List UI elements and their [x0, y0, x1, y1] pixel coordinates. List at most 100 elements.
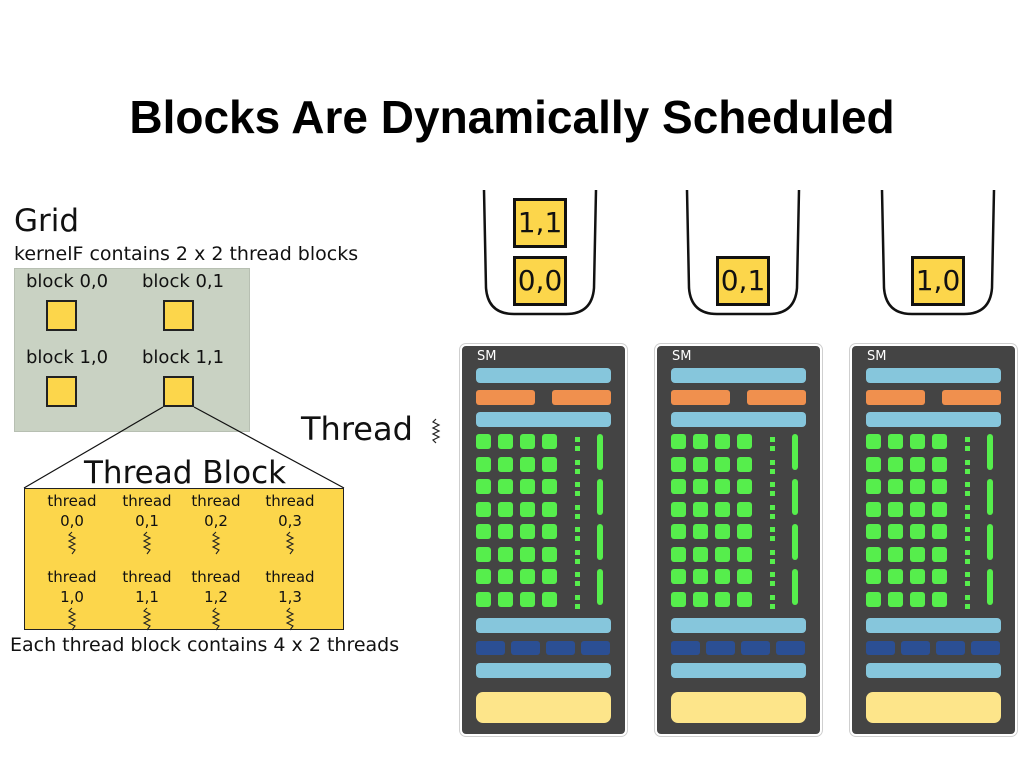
- sm-dot: [770, 558, 775, 564]
- sm-dot: [770, 581, 775, 586]
- sm-core: [498, 591, 513, 607]
- sm-bar: [597, 524, 603, 560]
- thread-word: thread: [191, 492, 241, 510]
- thread-id: 1,1: [135, 588, 159, 606]
- thread-squiggle-icon: [142, 531, 152, 555]
- sm-core: [737, 501, 752, 517]
- sm-core: [888, 501, 903, 517]
- sm-bar: [866, 390, 925, 405]
- sm-bar: [552, 390, 611, 405]
- sm-panel: SM: [850, 344, 1017, 736]
- thread-block-title: Thread Block: [84, 455, 287, 491]
- sm-dot: [575, 581, 580, 586]
- thread-word: thread: [265, 492, 315, 510]
- sm-bar: [476, 641, 505, 655]
- thread-legend-label: Thread: [301, 410, 413, 448]
- sm-panel: SM: [460, 344, 627, 736]
- sm-core: [671, 479, 686, 494]
- sm-bar: [671, 641, 700, 655]
- sm-dot: [770, 549, 775, 555]
- sm-core: [542, 479, 557, 494]
- sm-core: [693, 456, 708, 472]
- sm-core: [910, 456, 925, 472]
- thread-word: thread: [122, 492, 172, 510]
- sm-dot: [770, 468, 775, 474]
- sm-core: [693, 501, 708, 517]
- sm-bar: [936, 641, 965, 655]
- sm-bar: [476, 692, 611, 723]
- sm-dot: [575, 446, 580, 451]
- thread-word: thread: [122, 568, 172, 586]
- sm-core: [520, 546, 535, 562]
- sm-core: [671, 591, 686, 607]
- sm-dot: [575, 536, 580, 541]
- sm-bar: [987, 524, 993, 560]
- sm-core: [498, 546, 513, 562]
- sm-core: [476, 501, 491, 517]
- sm-core: [693, 479, 708, 494]
- sm-dot: [770, 482, 775, 487]
- sm-label: SM: [477, 349, 497, 364]
- sm-core: [932, 569, 947, 584]
- sm-dot: [770, 527, 775, 532]
- sm-core: [737, 456, 752, 472]
- sm-dot: [965, 437, 970, 442]
- sm-dot: [965, 482, 970, 487]
- sm-core: [520, 501, 535, 517]
- sm-label: SM: [672, 349, 692, 364]
- sm-bar: [901, 641, 930, 655]
- sm-bar: [476, 618, 611, 633]
- sm-dot: [575, 513, 580, 519]
- sm-dot: [965, 504, 970, 510]
- sm-core: [866, 524, 881, 539]
- sm-core: [520, 569, 535, 584]
- sm-core: [737, 591, 752, 607]
- sm-dot: [575, 504, 580, 510]
- sm-core: [476, 434, 491, 449]
- sm-core: [910, 524, 925, 539]
- sm-bar: [706, 641, 735, 655]
- sm-core: [671, 456, 686, 472]
- sm-core: [671, 501, 686, 517]
- sm-core: [866, 546, 881, 562]
- sm-dot: [965, 536, 970, 541]
- sm-core: [498, 569, 513, 584]
- sm-core: [888, 569, 903, 584]
- sm-core: [715, 479, 730, 494]
- sm-core: [866, 591, 881, 607]
- sm-dot: [965, 572, 970, 577]
- sm-bar: [597, 434, 603, 470]
- sm-core: [693, 546, 708, 562]
- thread-id: 1,2: [204, 588, 228, 606]
- block-square-1-0: [46, 376, 77, 407]
- sm-bar: [511, 641, 540, 655]
- thread-label: thread 1,1: [112, 567, 182, 607]
- block-label-0-0: block 0,0: [26, 271, 109, 292]
- sm-core: [498, 524, 513, 539]
- sm-bar: [741, 641, 770, 655]
- queue-cup: [685, 189, 801, 316]
- sm-core: [888, 456, 903, 472]
- sm-core: [932, 456, 947, 472]
- sm-bar: [987, 434, 993, 470]
- sm-dot: [575, 594, 580, 600]
- sm-core: [542, 569, 557, 584]
- sm-dot: [770, 491, 775, 496]
- sm-core: [715, 456, 730, 472]
- sm-core: [715, 501, 730, 517]
- sm-dot: [575, 549, 580, 555]
- thread-squiggle-icon: [211, 531, 221, 555]
- sm-dot: [575, 603, 580, 609]
- sm-core: [866, 479, 881, 494]
- sm-core: [476, 479, 491, 494]
- sm-bar: [942, 390, 1001, 405]
- sm-core: [715, 524, 730, 539]
- sm-dot: [575, 572, 580, 577]
- block-label-0-1: block 0,1: [142, 271, 225, 292]
